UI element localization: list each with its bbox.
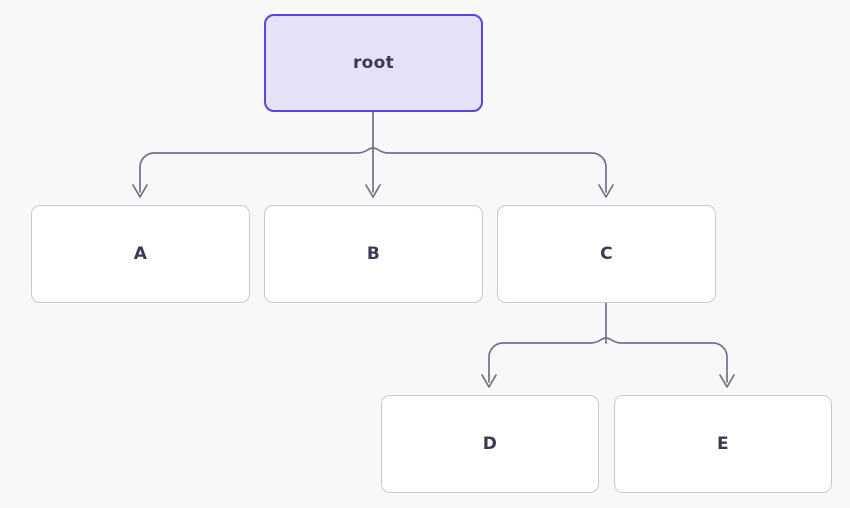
edge-c-d	[488, 337, 607, 383]
edge-c-e	[605, 337, 728, 383]
node-b[interactable]: B	[264, 205, 483, 303]
node-d-label: D	[482, 433, 498, 454]
node-a-label: A	[133, 243, 148, 264]
arrowhead-c-e	[719, 374, 735, 388]
node-c[interactable]: C	[497, 205, 716, 303]
arrowhead-root-c	[598, 184, 614, 198]
node-b-label: B	[366, 243, 381, 264]
node-root-label: root	[352, 52, 395, 73]
arrowhead-root-a	[132, 184, 148, 198]
arrowhead-root-b	[365, 184, 381, 198]
node-root[interactable]: root	[264, 14, 483, 112]
edge-root-c	[372, 147, 607, 193]
arrowhead-c-d	[481, 374, 497, 388]
edge-root-a	[139, 147, 374, 193]
node-a[interactable]: A	[31, 205, 250, 303]
node-c-label: C	[600, 243, 613, 264]
node-d[interactable]: D	[381, 395, 599, 493]
node-e[interactable]: E	[614, 395, 832, 493]
node-e-label: E	[717, 433, 729, 454]
